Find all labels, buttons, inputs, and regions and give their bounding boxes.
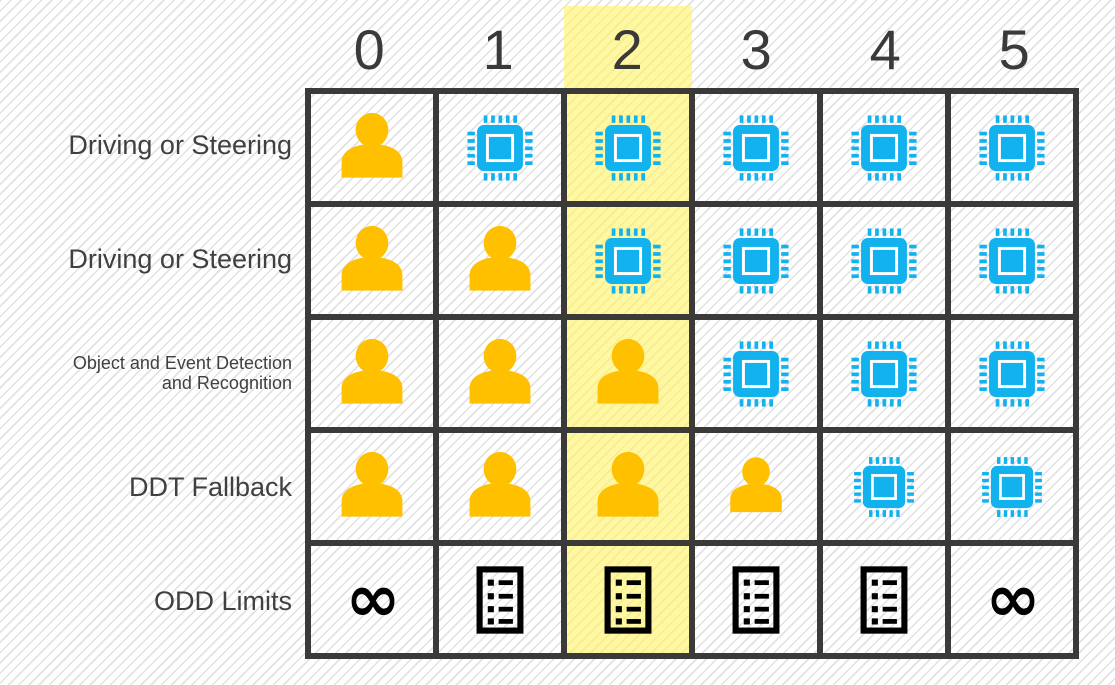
column-header-row: 0 1 2 3 4 5 [305,12,1079,88]
cell-r0-c0[interactable] [311,94,439,201]
cell-r1-c4[interactable] [823,207,951,314]
automation-level-matrix: ∞ ∞ [305,88,1079,659]
table-row [311,207,1073,320]
checklist-icon [860,565,908,634]
row-label-oedr: Object and Event Detection and Recogniti… [10,316,292,430]
person-icon [461,448,539,526]
row-label-odd-limits: ODD Limits [153,585,292,616]
cell-r4-c0[interactable]: ∞ [311,546,439,653]
cell-r4-c3[interactable] [695,546,823,653]
column-header-4: 4 [869,18,902,81]
cpu-chip-icon [847,111,921,185]
checklist-icon [476,565,524,634]
person-icon [589,335,667,413]
cell-r3-c5[interactable] [951,433,1073,540]
infinity-icon: ∞ [985,560,1041,638]
column-header-2: 2 [611,18,644,81]
cell-r3-c1[interactable] [439,433,567,540]
person-icon [589,448,667,526]
person-icon [461,335,539,413]
cpu-chip-icon [463,111,537,185]
column-header-1: 1 [482,18,515,81]
cell-r1-c5[interactable] [951,207,1073,314]
cell-r1-c3[interactable] [695,207,823,314]
cell-r1-c1[interactable] [439,207,567,314]
cpu-chip-icon [975,111,1049,185]
cell-r4-c1[interactable] [439,546,567,653]
checklist-icon [604,565,652,634]
cell-r1-c2[interactable] [567,207,695,314]
cpu-chip-icon [719,111,793,185]
table-row: ∞ ∞ [311,546,1073,653]
cell-r4-c4[interactable] [823,546,951,653]
person-icon [333,335,411,413]
cell-r2-c1[interactable] [439,320,567,427]
cpu-chip-icon [847,224,921,298]
cell-r0-c1[interactable] [439,94,567,201]
column-header-0: 0 [353,18,386,81]
cpu-chip-icon [719,337,793,411]
cpu-chip-icon [719,224,793,298]
cpu-chip-icon [847,337,921,411]
column-header-3: 3 [740,18,773,81]
row-label-driving-or-steering-1: Driving or Steering [68,129,292,160]
cell-r2-c3[interactable] [695,320,823,427]
table-row [311,320,1073,433]
person-icon [333,109,411,187]
table-row [311,433,1073,546]
checklist-icon [732,565,780,634]
cpu-chip-icon [975,337,1049,411]
row-label-oedr-line2: and Recognition [161,373,292,393]
table-row [311,94,1073,207]
cpu-chip-icon [591,224,665,298]
cell-r3-c2[interactable] [567,433,695,540]
cell-r4-c2[interactable] [567,546,695,653]
cell-r2-c5[interactable] [951,320,1073,427]
row-label-column: Driving or Steering Driving or Steering … [0,88,300,659]
column-header-5: 5 [998,18,1031,81]
cpu-chip-icon [850,453,918,521]
row-label-ddt-fallback: DDT Fallback [128,471,292,502]
cell-r3-c3[interactable] [695,433,823,540]
person-icon [333,448,411,526]
cell-r2-c4[interactable] [823,320,951,427]
row-label-oedr-line1: Object and Event Detection [72,352,292,373]
cell-r4-c5[interactable]: ∞ [951,546,1073,653]
person-icon [723,454,789,520]
cell-r3-c0[interactable] [311,433,439,540]
person-icon [461,222,539,300]
cell-r0-c4[interactable] [823,94,951,201]
cpu-chip-icon [978,453,1046,521]
cell-r0-c3[interactable] [695,94,823,201]
cpu-chip-icon [591,111,665,185]
cpu-chip-icon [975,224,1049,298]
cell-r2-c0[interactable] [311,320,439,427]
person-icon [333,222,411,300]
cell-r0-c5[interactable] [951,94,1073,201]
cell-r3-c4[interactable] [823,433,951,540]
row-label-driving-or-steering-2: Driving or Steering [68,243,292,274]
cell-r2-c2[interactable] [567,320,695,427]
infinity-icon: ∞ [345,560,401,638]
cell-r1-c0[interactable] [311,207,439,314]
cell-r0-c2[interactable] [567,94,695,201]
